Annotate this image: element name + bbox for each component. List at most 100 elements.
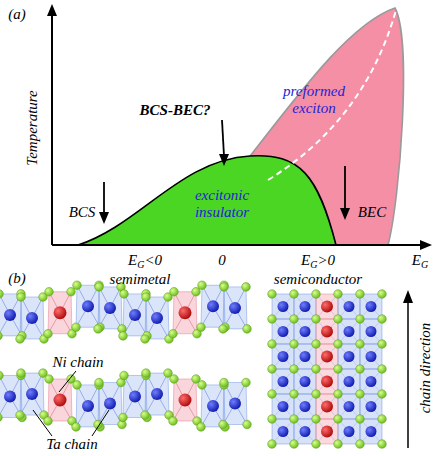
- axis-tick-label: 0: [218, 252, 226, 269]
- direction-arrow: [407, 302, 409, 448]
- octahedron: [338, 394, 360, 419]
- se-atom: [170, 375, 179, 384]
- se-atom: [17, 369, 26, 378]
- se-atom: [0, 413, 2, 422]
- se-atom: [219, 420, 228, 429]
- bond: [316, 419, 338, 444]
- ta-atom: [300, 301, 311, 312]
- se-atom: [16, 411, 25, 420]
- axis-tick-label: EG<0: [128, 252, 162, 269]
- panel-label: (a): [8, 6, 26, 23]
- se-atom: [0, 371, 3, 380]
- se-atom: [142, 293, 151, 302]
- ta-atom: [344, 301, 355, 312]
- ta-atom: [300, 351, 311, 362]
- se-atom: [378, 390, 387, 399]
- octahedron: [272, 319, 294, 344]
- region-fill: [78, 156, 336, 245]
- ni-atom: [321, 376, 333, 388]
- ni-atom: [321, 351, 333, 363]
- se-atom: [170, 287, 179, 296]
- bond: [316, 319, 338, 344]
- octahedron: [272, 344, 294, 369]
- octahedron: [338, 369, 360, 394]
- se-atom: [192, 287, 201, 296]
- pointer-arrow: [103, 182, 105, 214]
- leader-line: [59, 371, 76, 392]
- ta-atom: [129, 309, 141, 321]
- se-atom: [17, 293, 26, 302]
- bond: [272, 344, 294, 369]
- se-atoms: [0, 369, 251, 431]
- ta-atom: [4, 390, 16, 402]
- bond: [272, 319, 294, 344]
- bond: [338, 419, 360, 444]
- octahedron: [338, 419, 360, 444]
- se-atom: [198, 381, 207, 390]
- bond: [338, 344, 360, 369]
- bond: [294, 344, 316, 369]
- se-atom: [378, 365, 387, 374]
- coordination-polyhedron: [223, 383, 247, 425]
- bond: [338, 319, 360, 344]
- octahedron: [338, 344, 360, 369]
- se-atom: [95, 283, 104, 292]
- bond: [316, 394, 338, 419]
- se-atom: [141, 411, 150, 420]
- se-atom: [44, 329, 53, 338]
- octahedron: [316, 294, 338, 319]
- ta-atom: [207, 400, 219, 412]
- se-atoms: [0, 281, 251, 343]
- se-atom: [197, 323, 206, 332]
- se-atom: [242, 283, 251, 292]
- bond: [316, 294, 338, 319]
- ta-atom: [366, 301, 377, 312]
- coordination-polyhedron: [201, 285, 225, 327]
- se-atom: [312, 340, 321, 349]
- bond: [316, 344, 338, 369]
- se-atom: [268, 415, 277, 424]
- ta-atom: [300, 376, 311, 387]
- axis-arrowhead: [47, 4, 57, 16]
- se-atom: [290, 315, 299, 324]
- bond: [338, 294, 360, 319]
- ni-atom: [321, 426, 333, 438]
- bond: [338, 319, 360, 344]
- bond: [316, 369, 338, 394]
- octahedron: [272, 294, 294, 319]
- axis-tick-label: semiconductor: [274, 271, 362, 288]
- se-atom: [219, 325, 228, 334]
- octahedron: [360, 294, 382, 319]
- octahedron: [294, 394, 316, 419]
- ta-atom: [26, 388, 38, 400]
- octahedron: [338, 319, 360, 344]
- se-atom: [268, 290, 277, 299]
- se-atom: [290, 415, 299, 424]
- ta-atom: [278, 326, 289, 337]
- octahedron: [272, 419, 294, 444]
- se-atom: [242, 378, 251, 387]
- se-atom: [0, 290, 3, 299]
- bond: [360, 344, 382, 369]
- se-atom: [169, 329, 178, 338]
- axis-arrowhead: [420, 240, 432, 250]
- se-atom: [268, 340, 277, 349]
- bond: [338, 394, 360, 419]
- octahedron: [294, 344, 316, 369]
- se-atom: [312, 415, 321, 424]
- bond: [272, 344, 294, 369]
- bond: [294, 369, 316, 394]
- bond: [338, 369, 360, 394]
- se-atom: [73, 381, 82, 390]
- arrowhead: [403, 290, 413, 303]
- bond: [338, 369, 360, 394]
- bond: [316, 344, 338, 369]
- coordination-polyhedron: [98, 383, 122, 425]
- se-atom: [44, 417, 53, 426]
- coordination-polyhedron: [173, 292, 197, 334]
- ni-atom: [54, 306, 67, 319]
- se-atom: [290, 340, 299, 349]
- ta-atom: [344, 426, 355, 437]
- se-atom: [334, 365, 343, 374]
